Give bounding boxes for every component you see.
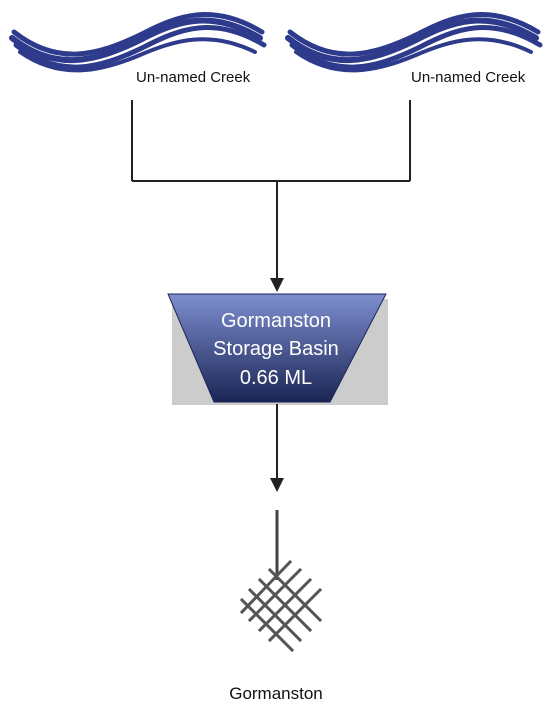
creek-label-right: Un-named Creek — [411, 69, 526, 86]
creek-source-left: Un-named Creek — [9, 12, 267, 86]
storage-basin-icon — [167, 293, 387, 403]
town-grid-icon — [239, 559, 323, 653]
creek-waves-icon — [9, 12, 267, 73]
basin-name-line2: Storage Basin — [213, 338, 339, 360]
basin-name-line1: Gormanston — [221, 310, 331, 332]
creek-label-left: Un-named Creek — [136, 69, 251, 86]
creek-source-right: Un-named Creek — [285, 12, 543, 86]
creek-waves-icon — [285, 12, 543, 73]
arrowhead-to-town — [270, 478, 284, 492]
town-label: Gormanston — [229, 684, 323, 703]
source-connectors — [131, 100, 411, 278]
basin-capacity: 0.66 ML — [240, 367, 312, 389]
arrowhead-to-basin — [270, 278, 284, 292]
storage-basin: Gormanston Storage Basin 0.66 ML — [167, 293, 388, 405]
